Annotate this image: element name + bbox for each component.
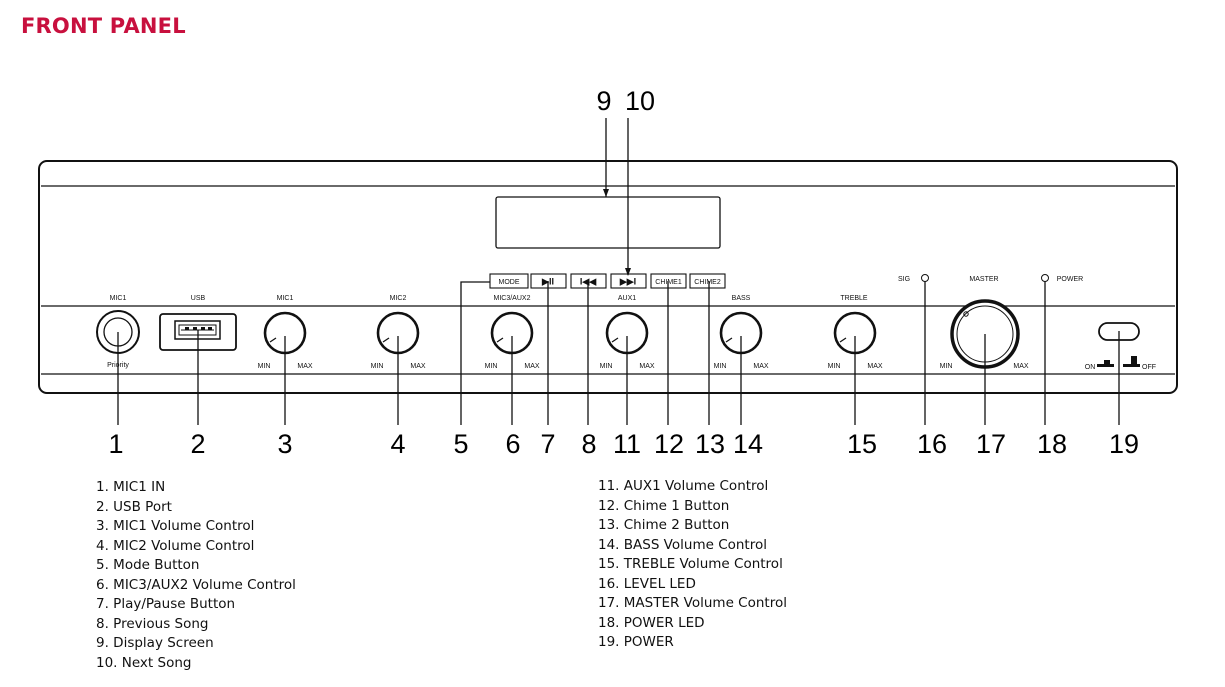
master-label: MASTER xyxy=(969,276,998,283)
chime2-button-label: CHIME2 xyxy=(694,279,721,286)
callout-number: 8 xyxy=(581,429,596,459)
mic2-knob-label: MIC2 xyxy=(390,295,407,302)
master-min-label: MIN xyxy=(940,363,953,370)
usb-label: USB xyxy=(191,295,206,302)
legend-item: 5. Mode Button xyxy=(96,557,200,573)
legend-item: 11. AUX1 Volume Control xyxy=(598,478,769,494)
knobs xyxy=(263,311,877,355)
max-label: MAX xyxy=(524,363,540,370)
legend-item: 16. LEVEL LED xyxy=(598,575,696,592)
leader-lines xyxy=(117,118,1120,425)
treble-knob-label: TREBLE xyxy=(840,295,868,302)
off-symbol-icon xyxy=(1123,356,1140,367)
power-led-label: POWER xyxy=(1057,276,1083,283)
panel-labels: MIC1 USB MIC1 MIC2 MIC3/AUX2 AUX1 BASS T… xyxy=(107,276,1083,369)
legend-item: 4. MIC2 Volume Control xyxy=(96,537,255,554)
legend-item: 6. MIC3/AUX2 Volume Control xyxy=(96,576,296,593)
legend-right: 11. AUX1 Volume Control 12. Chime 1 Butt… xyxy=(598,477,787,653)
section-title: FRONT PANEL xyxy=(21,14,186,38)
callout-number: 14 xyxy=(733,429,763,459)
leader-arrowheads xyxy=(603,189,631,276)
callout-number: 18 xyxy=(1037,429,1067,459)
button-row: MODE ▶II I◀◀ ▶▶I CHIME1 CHIME2 xyxy=(489,273,726,289)
power-led xyxy=(1041,274,1049,282)
min-label: MIN xyxy=(828,363,841,370)
legend-left: 1. MIC1 IN 2. USB Port 3. MIC1 Volume Co… xyxy=(96,478,296,673)
callout-number: 1 xyxy=(108,429,123,459)
callout-number: 7 xyxy=(540,429,555,459)
legend-item: 14. BASS Volume Control xyxy=(598,536,767,553)
callout-9: 9 xyxy=(596,86,611,116)
callout-number: 12 xyxy=(654,429,684,459)
mic3aux2-knob-label: MIC3/AUX2 xyxy=(494,295,531,302)
max-label: MAX xyxy=(753,363,769,370)
mic1-knob-label: MIC1 xyxy=(277,295,294,302)
callout-number: 5 xyxy=(453,429,468,459)
legend-item: 2. USB Port xyxy=(96,498,172,515)
callout-number: 16 xyxy=(917,429,947,459)
mic1-jack-label: MIC1 xyxy=(110,295,127,302)
sig-led xyxy=(921,274,929,282)
legend-item: 12. Chime 1 Button xyxy=(598,497,730,514)
legend-item: 15. TREBLE Volume Control xyxy=(598,556,783,572)
display-screen xyxy=(495,196,721,249)
min-label: MIN xyxy=(258,363,271,370)
legend-item: 18. POWER LED xyxy=(598,614,705,631)
legend-item: 3. MIC1 Volume Control xyxy=(96,518,255,534)
bass-knob-label: BASS xyxy=(732,295,751,302)
sig-label: SIG xyxy=(898,276,910,283)
chassis-outline xyxy=(38,160,1178,394)
min-label: MIN xyxy=(371,363,384,370)
legend-item: 17. MASTER Volume Control xyxy=(598,595,787,611)
off-label: OFF xyxy=(1142,364,1156,371)
min-label: MIN xyxy=(485,363,498,370)
max-label: MAX xyxy=(867,363,883,370)
legend-item: 9. Display Screen xyxy=(96,635,214,651)
callout-number: 19 xyxy=(1109,429,1139,459)
callout-number: 6 xyxy=(505,429,520,459)
callout-number: 17 xyxy=(976,429,1006,459)
chime2-button[interactable] xyxy=(689,273,726,289)
callout-number: 2 xyxy=(190,429,205,459)
min-max-labels: MIN MAX MIN MAX MIN MAX MIN MAX MIN MAX MIN MAX xyxy=(258,363,883,370)
min-label: MIN xyxy=(600,363,613,370)
mode-button-label: MODE xyxy=(499,279,520,286)
max-label: MAX xyxy=(410,363,426,370)
callout-number: 15 xyxy=(847,429,877,459)
min-label: MIN xyxy=(714,363,727,370)
master-max-label: MAX xyxy=(1013,363,1029,370)
legend-item: 10. Next Song xyxy=(96,654,192,671)
mode-button[interactable] xyxy=(489,273,529,289)
callout-number: 3 xyxy=(277,429,292,459)
legend-item: 13. Chime 2 Button xyxy=(598,517,730,533)
callout-number: 4 xyxy=(390,429,405,459)
legend-item: 8. Previous Song xyxy=(96,615,209,632)
aux1-knob-label: AUX1 xyxy=(618,295,636,302)
legend-item: 7. Play/Pause Button xyxy=(96,596,236,612)
on-label: ON xyxy=(1085,364,1096,371)
max-label: MAX xyxy=(639,363,655,370)
legend-item: 19. POWER xyxy=(598,634,674,650)
max-label: MAX xyxy=(297,363,313,370)
on-symbol-icon xyxy=(1097,360,1114,367)
callout-number: 11 xyxy=(613,429,641,459)
legend-item: 1. MIC1 IN xyxy=(96,479,166,495)
callout-10: 10 xyxy=(625,86,655,116)
next-icon: ▶▶I xyxy=(619,277,636,287)
callout-number: 13 xyxy=(695,429,725,459)
